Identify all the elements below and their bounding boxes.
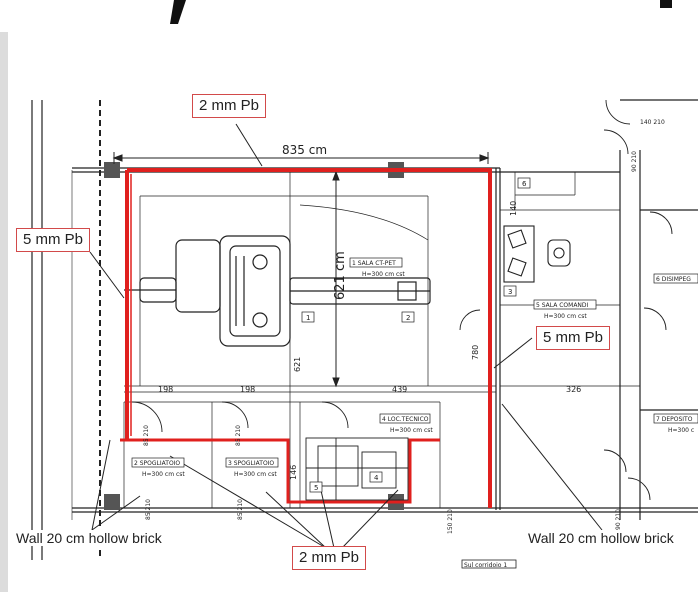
tag-6: 6: [522, 180, 527, 188]
left-grey-strip: [0, 0, 8, 592]
legend-strip-box: [461, 559, 517, 569]
room-1-height: H=300 cm cst: [362, 271, 405, 278]
top-cropped-glyph: [170, 0, 186, 24]
room-3-name: 3 SPOGLIATOIO: [228, 460, 274, 467]
room-5-name: 5 SALA COMANDI: [536, 302, 589, 309]
leader-lines: [89, 123, 603, 549]
room-3-height: H=300 cm cst: [234, 471, 277, 478]
door-140-210: 140 210: [640, 119, 665, 126]
dim-140: 140: [509, 201, 518, 216]
ct-pet-scanner: [124, 235, 431, 347]
callout-5mm-pb-right: 5 mm Pb: [536, 326, 611, 350]
callout-5mm-pb-left: 5 mm Pb: [16, 228, 91, 252]
dim-621-small: 621: [293, 357, 302, 372]
dim-326: 326: [566, 385, 581, 394]
lead-shield-lower: [120, 438, 440, 504]
dim-height-total: 621 cm: [333, 251, 348, 300]
tag-5: 5: [314, 484, 318, 492]
room-2-name: 2 SPOGLIATOIO: [134, 460, 180, 467]
callout-2mm-pb-top: 2 mm Pb: [192, 94, 267, 118]
room-6-name: 6 DISIMPEG: [656, 276, 691, 283]
dim-198a: 198: [158, 385, 173, 394]
interior-lines: [123, 172, 640, 508]
room-7-height: H=300 c: [668, 427, 694, 434]
dim-780: 780: [471, 345, 480, 360]
dim-439: 439: [392, 385, 407, 394]
top-right-cropped-glyph: [660, 0, 672, 8]
callout-2mm-pb-bottom: 2 mm Pb: [292, 546, 367, 570]
dim-146: 146: [289, 465, 298, 480]
label-wall-left: Wall 20 cm hollow brick: [16, 530, 162, 546]
top-grey-strip: [0, 0, 698, 32]
lead-shielding: [120, 168, 492, 508]
room-labels: 1 SALA CT-PET H=300 cm cst 2 SPOGLIATOIO…: [131, 257, 698, 478]
door-85-210d: 85 210: [237, 499, 244, 520]
dim-top: [112, 152, 490, 164]
dim-198b: 198: [240, 385, 255, 394]
door-85-210c: 85 210: [145, 499, 152, 520]
room-5-height: H=300 cm cst: [544, 313, 587, 320]
room-1-name: 1 SALA CT-PET: [352, 260, 396, 267]
door-85-210a: 85 210: [143, 425, 150, 446]
label-wall-right: Wall 20 cm hollow brick: [528, 530, 698, 546]
building-outline: [72, 99, 698, 520]
tag-1: 1: [306, 314, 310, 322]
control-room-equipment: [503, 225, 571, 283]
room-4-height: H=300 cm cst: [390, 427, 433, 434]
door-150-210: 150 210: [447, 509, 454, 534]
door-85-210b: 85 210: [235, 425, 242, 446]
door-swings: [131, 99, 673, 501]
door-90-210: 90 210: [631, 151, 638, 172]
room-7-name: 7 DEPOSITO: [656, 416, 693, 423]
door-90-210b: 90 210: [615, 509, 622, 530]
left-external-walls: [31, 100, 101, 560]
legend-strip: Sul corridoio 1: [464, 562, 507, 569]
dim-width-total: 835 cm: [282, 143, 327, 157]
technical-room-equipment: [305, 437, 409, 501]
numbered-tags: 1 2 3 4 5 6: [301, 177, 531, 493]
room-4-name: 4 LOC.TECNICO: [382, 416, 429, 423]
lead-shield-main: [127, 168, 492, 508]
dim-vertical: [332, 170, 340, 388]
tag-4: 4: [374, 474, 379, 482]
room-2-height: H=300 cm cst: [142, 471, 185, 478]
tag-2: 2: [406, 314, 410, 322]
tag-3: 3: [508, 288, 512, 296]
